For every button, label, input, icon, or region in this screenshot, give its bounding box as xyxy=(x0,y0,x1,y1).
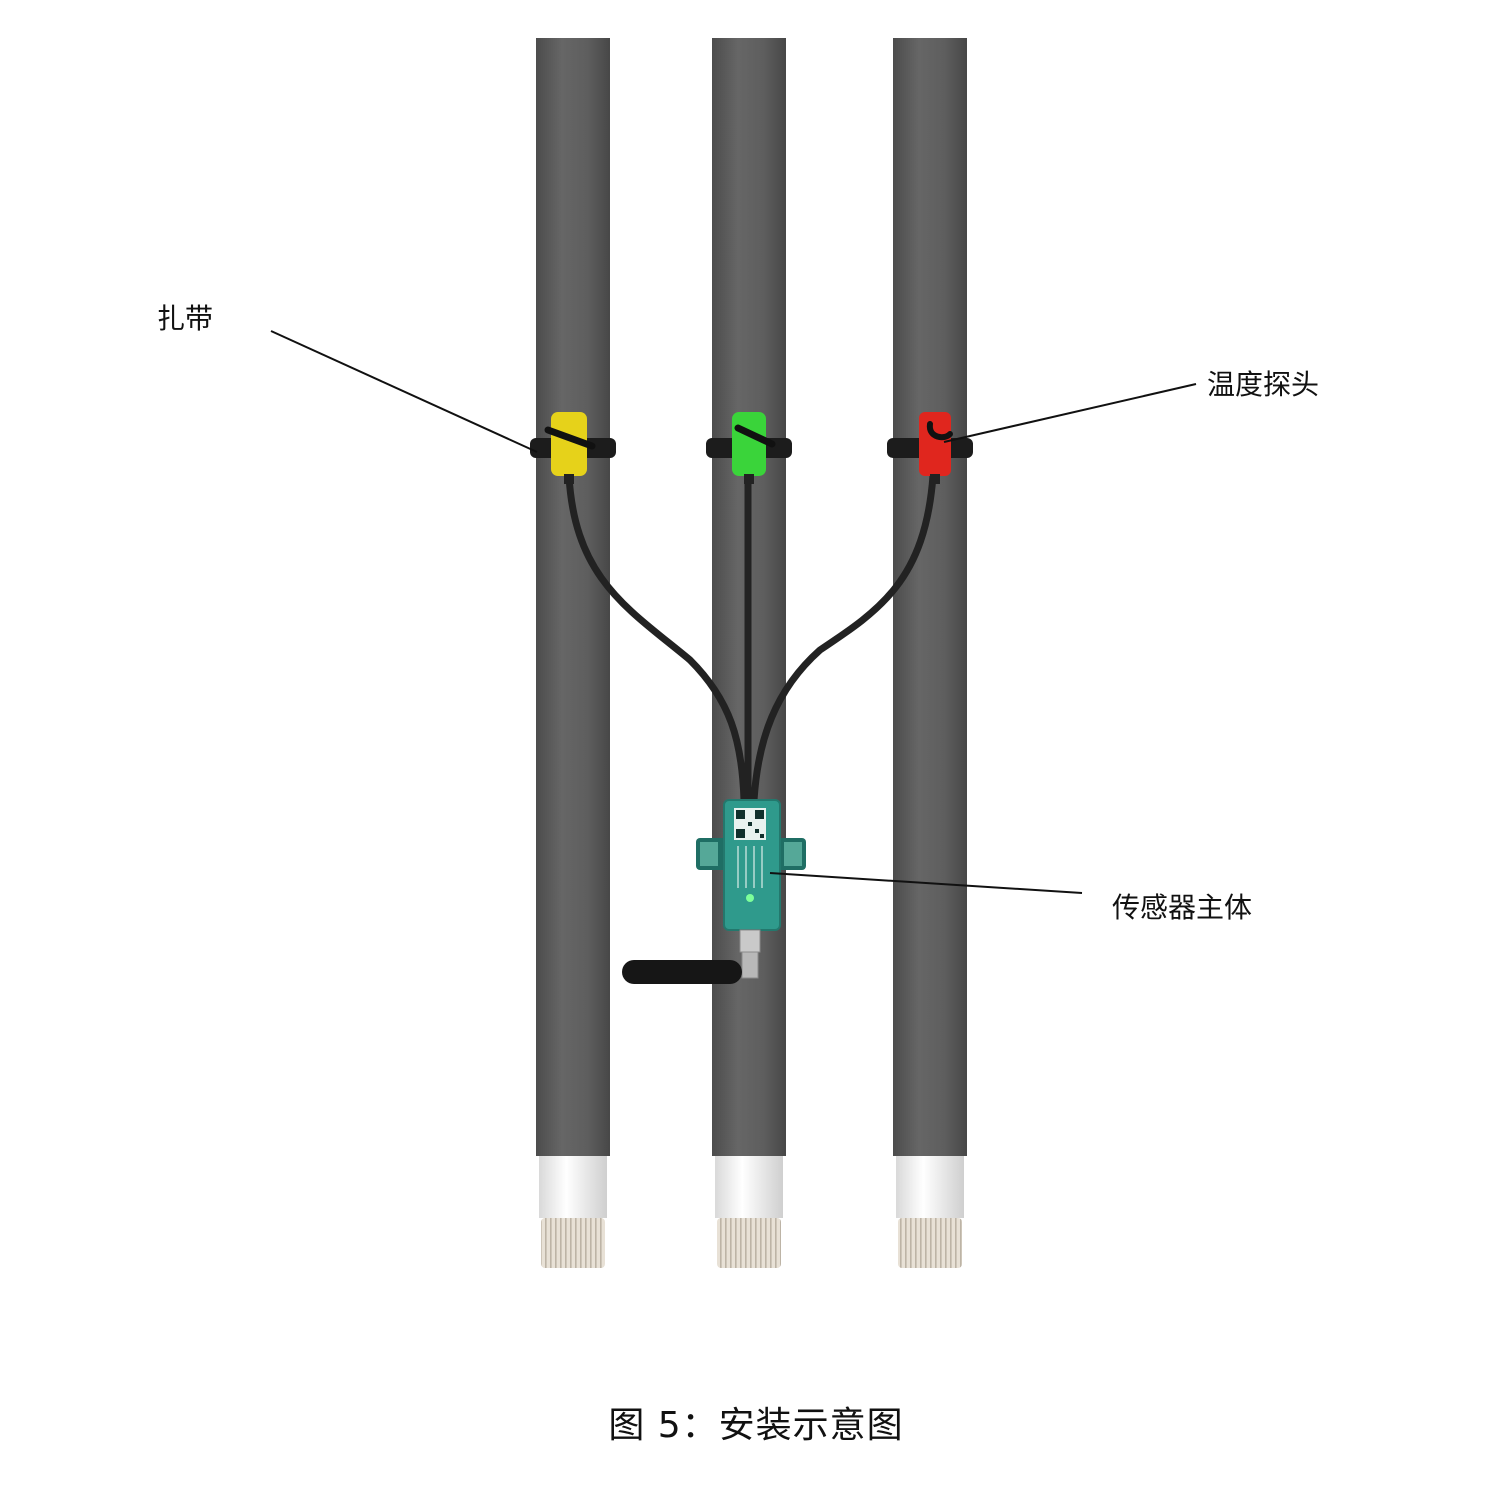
label-sensor-body: 传感器主体 xyxy=(1112,891,1253,924)
temperature-probe-red xyxy=(919,412,953,484)
temperature-probe-yellow xyxy=(544,412,596,484)
label-cable-tie: 扎带 xyxy=(157,302,214,335)
leader-temp-probe xyxy=(943,383,1197,443)
antenna-icon xyxy=(622,960,742,984)
figure-caption: 图 5：安装示意图 xyxy=(608,1405,904,1446)
leader-sensor-body xyxy=(769,872,1083,894)
probe-cables xyxy=(565,472,937,804)
sensor-module-icon xyxy=(696,799,806,979)
qr-code-icon xyxy=(734,808,766,840)
temperature-probe-green xyxy=(732,412,776,484)
leader-lines xyxy=(270,330,1197,894)
temperature-probe-icon xyxy=(544,412,953,484)
pole-left xyxy=(536,38,610,1268)
label-temperature-probe: 温度探头 xyxy=(1207,368,1320,401)
leader-cable-tie xyxy=(270,330,538,453)
pole-right xyxy=(893,38,967,1268)
